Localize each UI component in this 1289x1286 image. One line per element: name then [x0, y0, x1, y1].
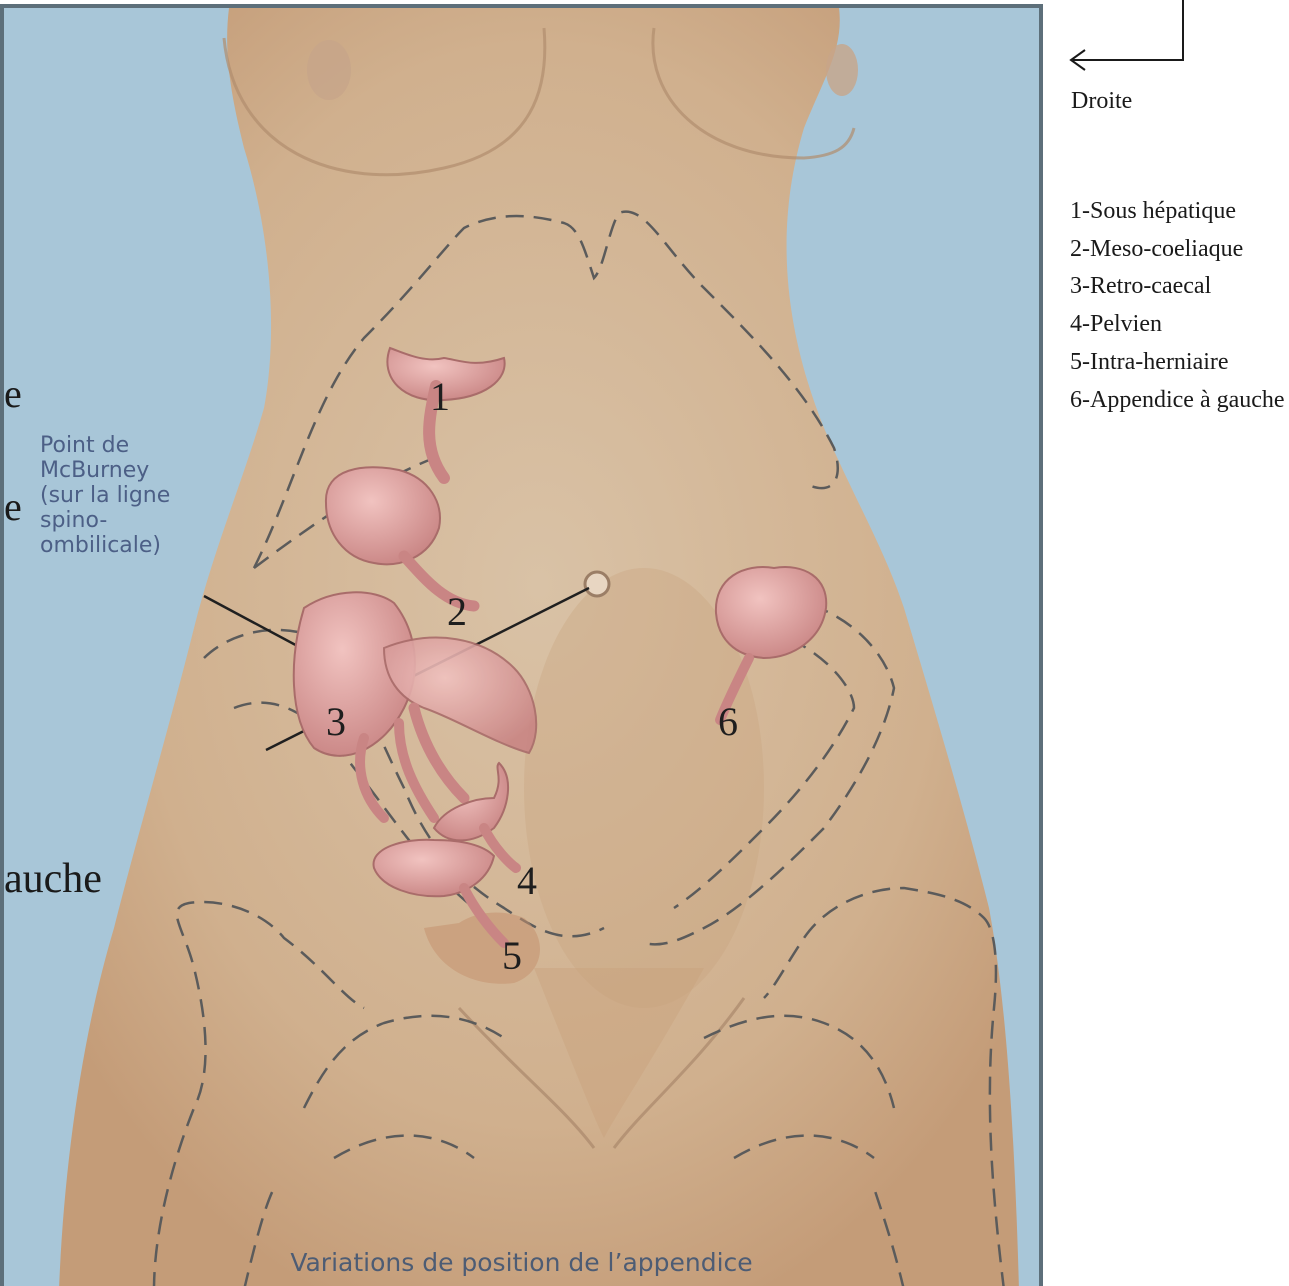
position-number-5: 5: [502, 936, 522, 976]
position-number-2: 2: [447, 592, 467, 632]
position-number-3: 3: [326, 702, 346, 742]
mcburney-label: Point de McBurney (sur la ligne spino- o…: [40, 433, 170, 558]
legend-item: 1-Sous hépatique: [1070, 193, 1286, 231]
direction-label: Droite: [1071, 88, 1132, 115]
anatomy-figure: 1 2 3 4 5 6 Point de McBurney (sur la li…: [0, 4, 1043, 1286]
figure-caption: Variations de position de l’appendice: [4, 1248, 1039, 1277]
torso-body: [59, 8, 1019, 1286]
cropped-text-auche: auche: [4, 858, 102, 900]
legend-item: 3-Retro-caecal: [1070, 268, 1286, 306]
position-number-4: 4: [517, 861, 537, 901]
nipple-right: [826, 44, 858, 96]
bent-arrow-left-icon: [1043, 0, 1203, 80]
legend-item: 6-Appendice à gauche: [1070, 382, 1286, 420]
torso-illustration: [4, 8, 1043, 1286]
legend-item: 5-Intra-herniaire: [1070, 344, 1286, 382]
legend-panel: Droite 1-Sous hépatique 2-Meso-coeliaque…: [1043, 0, 1289, 1286]
umbilicus: [585, 572, 609, 596]
position-number-1: 1: [430, 377, 450, 417]
legend-item: 2-Meso-coeliaque: [1070, 231, 1286, 269]
legend-list: 1-Sous hépatique 2-Meso-coeliaque 3-Retr…: [1070, 193, 1286, 419]
legend-item: 4-Pelvien: [1070, 306, 1286, 344]
cropped-text-e-top: e: [4, 374, 22, 414]
nipple-left: [307, 40, 351, 100]
position-number-6: 6: [718, 702, 738, 742]
cropped-text-e-mid: e: [4, 487, 22, 527]
